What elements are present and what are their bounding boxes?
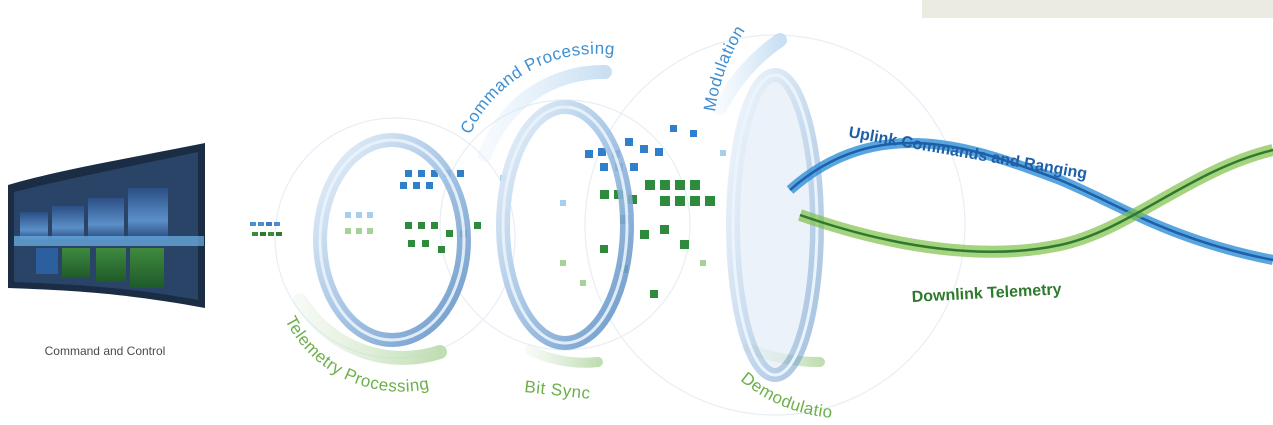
modulation-band <box>713 33 787 115</box>
input-stream <box>250 222 282 236</box>
uplink-label: Uplink Commands and Ranging <box>847 124 1088 183</box>
control-room-monitor-icon <box>8 143 205 308</box>
ring-modulation <box>726 68 824 382</box>
ring-bit-sync <box>496 100 634 350</box>
downlink-label: Downlink Telemetry <box>911 281 1062 306</box>
bit-sync-band <box>525 345 603 368</box>
command-and-control-caption: Command and Control <box>44 344 166 358</box>
ring-telemetry-processing <box>313 133 471 347</box>
command-processing-band <box>478 64 612 162</box>
corner-panel <box>922 0 1273 18</box>
bit-sync-label: Bit Sync <box>524 377 592 403</box>
uplink-wave-core <box>789 141 1273 262</box>
data-blocks <box>345 125 726 298</box>
downlink-wave-core <box>799 148 1273 253</box>
telemetry-processing-band <box>293 293 447 365</box>
